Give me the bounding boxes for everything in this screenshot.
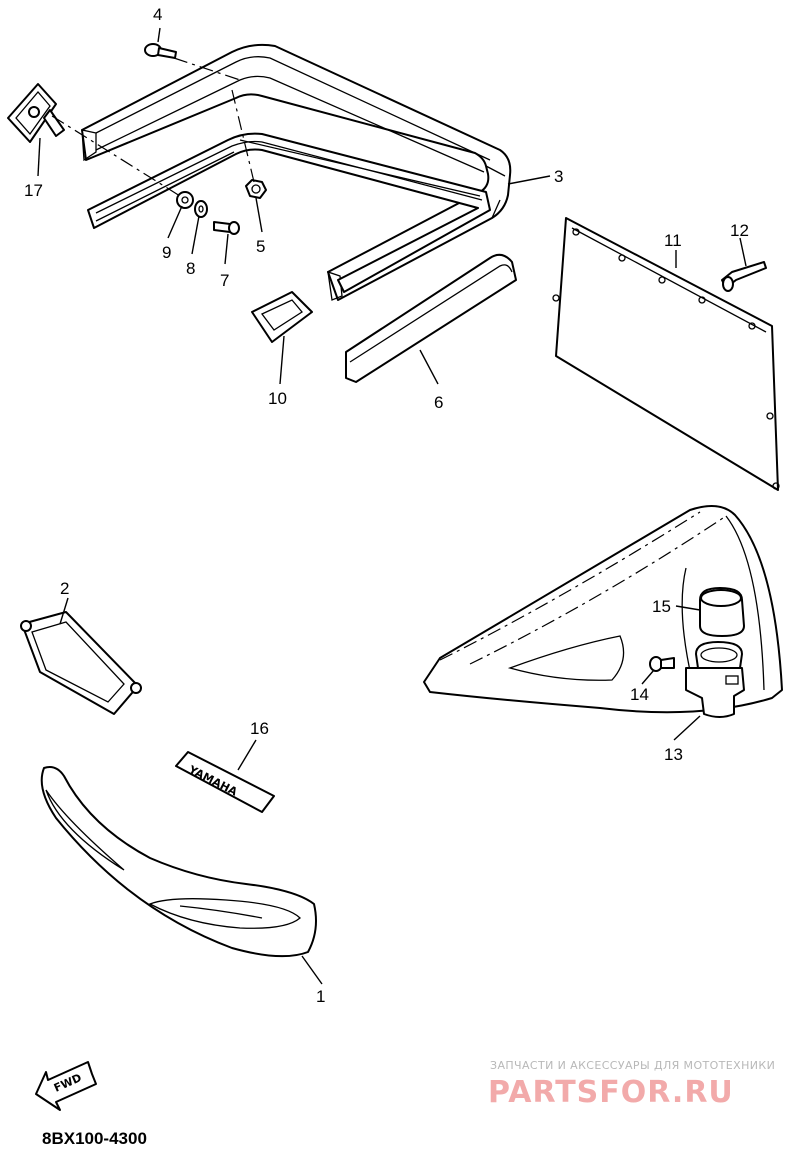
callout-5: 5 <box>256 237 265 256</box>
callout-9: 9 <box>162 243 171 262</box>
callout-16: 16 <box>250 719 269 738</box>
part-10-reflector[interactable] <box>251 291 313 343</box>
callout-10: 10 <box>268 389 287 408</box>
part-3-inner-strip <box>87 132 491 293</box>
part-4-bolt[interactable] <box>144 43 177 59</box>
part-15-rubber-bush[interactable] <box>699 587 745 637</box>
rear-cowl-housing <box>423 505 783 714</box>
part-2-lens[interactable] <box>20 611 142 715</box>
part-16-emblem[interactable]: YAMAHA <box>175 751 275 813</box>
watermark-tagline: ЗАПЧАСТИ И АКСЕССУАРЫ ДЛЯ МОТОТЕХНИКИ <box>490 1059 775 1072</box>
callout-14: 14 <box>630 685 649 704</box>
callout-3: 3 <box>554 167 563 186</box>
part-6-rubber-seal[interactable] <box>345 253 517 383</box>
callout-12: 12 <box>730 221 749 240</box>
callout-8: 8 <box>186 259 195 278</box>
part-12-fastener[interactable] <box>721 261 767 292</box>
diagram-code: 8BX100-4300 <box>42 1129 147 1148</box>
callout-7: 7 <box>220 271 229 290</box>
fwd-arrow-icon: FWD <box>35 1061 97 1111</box>
callout-11: 11 <box>664 231 682 250</box>
part-11-panel[interactable] <box>552 217 780 491</box>
part-1-side-cover[interactable] <box>40 766 317 958</box>
part-7-screw[interactable] <box>213 221 240 235</box>
callout-13: 13 <box>664 745 683 764</box>
leader-lines <box>37 27 747 985</box>
callout-numbers: 1 2 3 4 5 6 7 8 9 10 11 12 13 14 15 16 1… <box>24 5 749 1006</box>
part-5-nut[interactable] <box>245 179 267 199</box>
callout-17: 17 <box>24 181 43 200</box>
part-13-holder[interactable] <box>685 641 745 718</box>
part-9-washer[interactable] <box>176 191 194 209</box>
watermark-logo: PARTSFOR.RU <box>488 1075 734 1110</box>
part-3-bumper-frame[interactable] <box>81 43 512 301</box>
callout-15: 15 <box>652 597 671 616</box>
callout-6: 6 <box>434 393 443 412</box>
part-14-pin[interactable] <box>649 656 675 672</box>
part-17-bracket[interactable] <box>7 83 65 143</box>
callout-2: 2 <box>60 579 69 598</box>
part-8-washer[interactable] <box>194 200 208 218</box>
callout-1: 1 <box>316 987 325 1006</box>
watermark: ЗАПЧАСТИ И АКСЕССУАРЫ ДЛЯ МОТОТЕХНИКИ PA… <box>488 1059 775 1110</box>
callout-4: 4 <box>153 5 162 24</box>
